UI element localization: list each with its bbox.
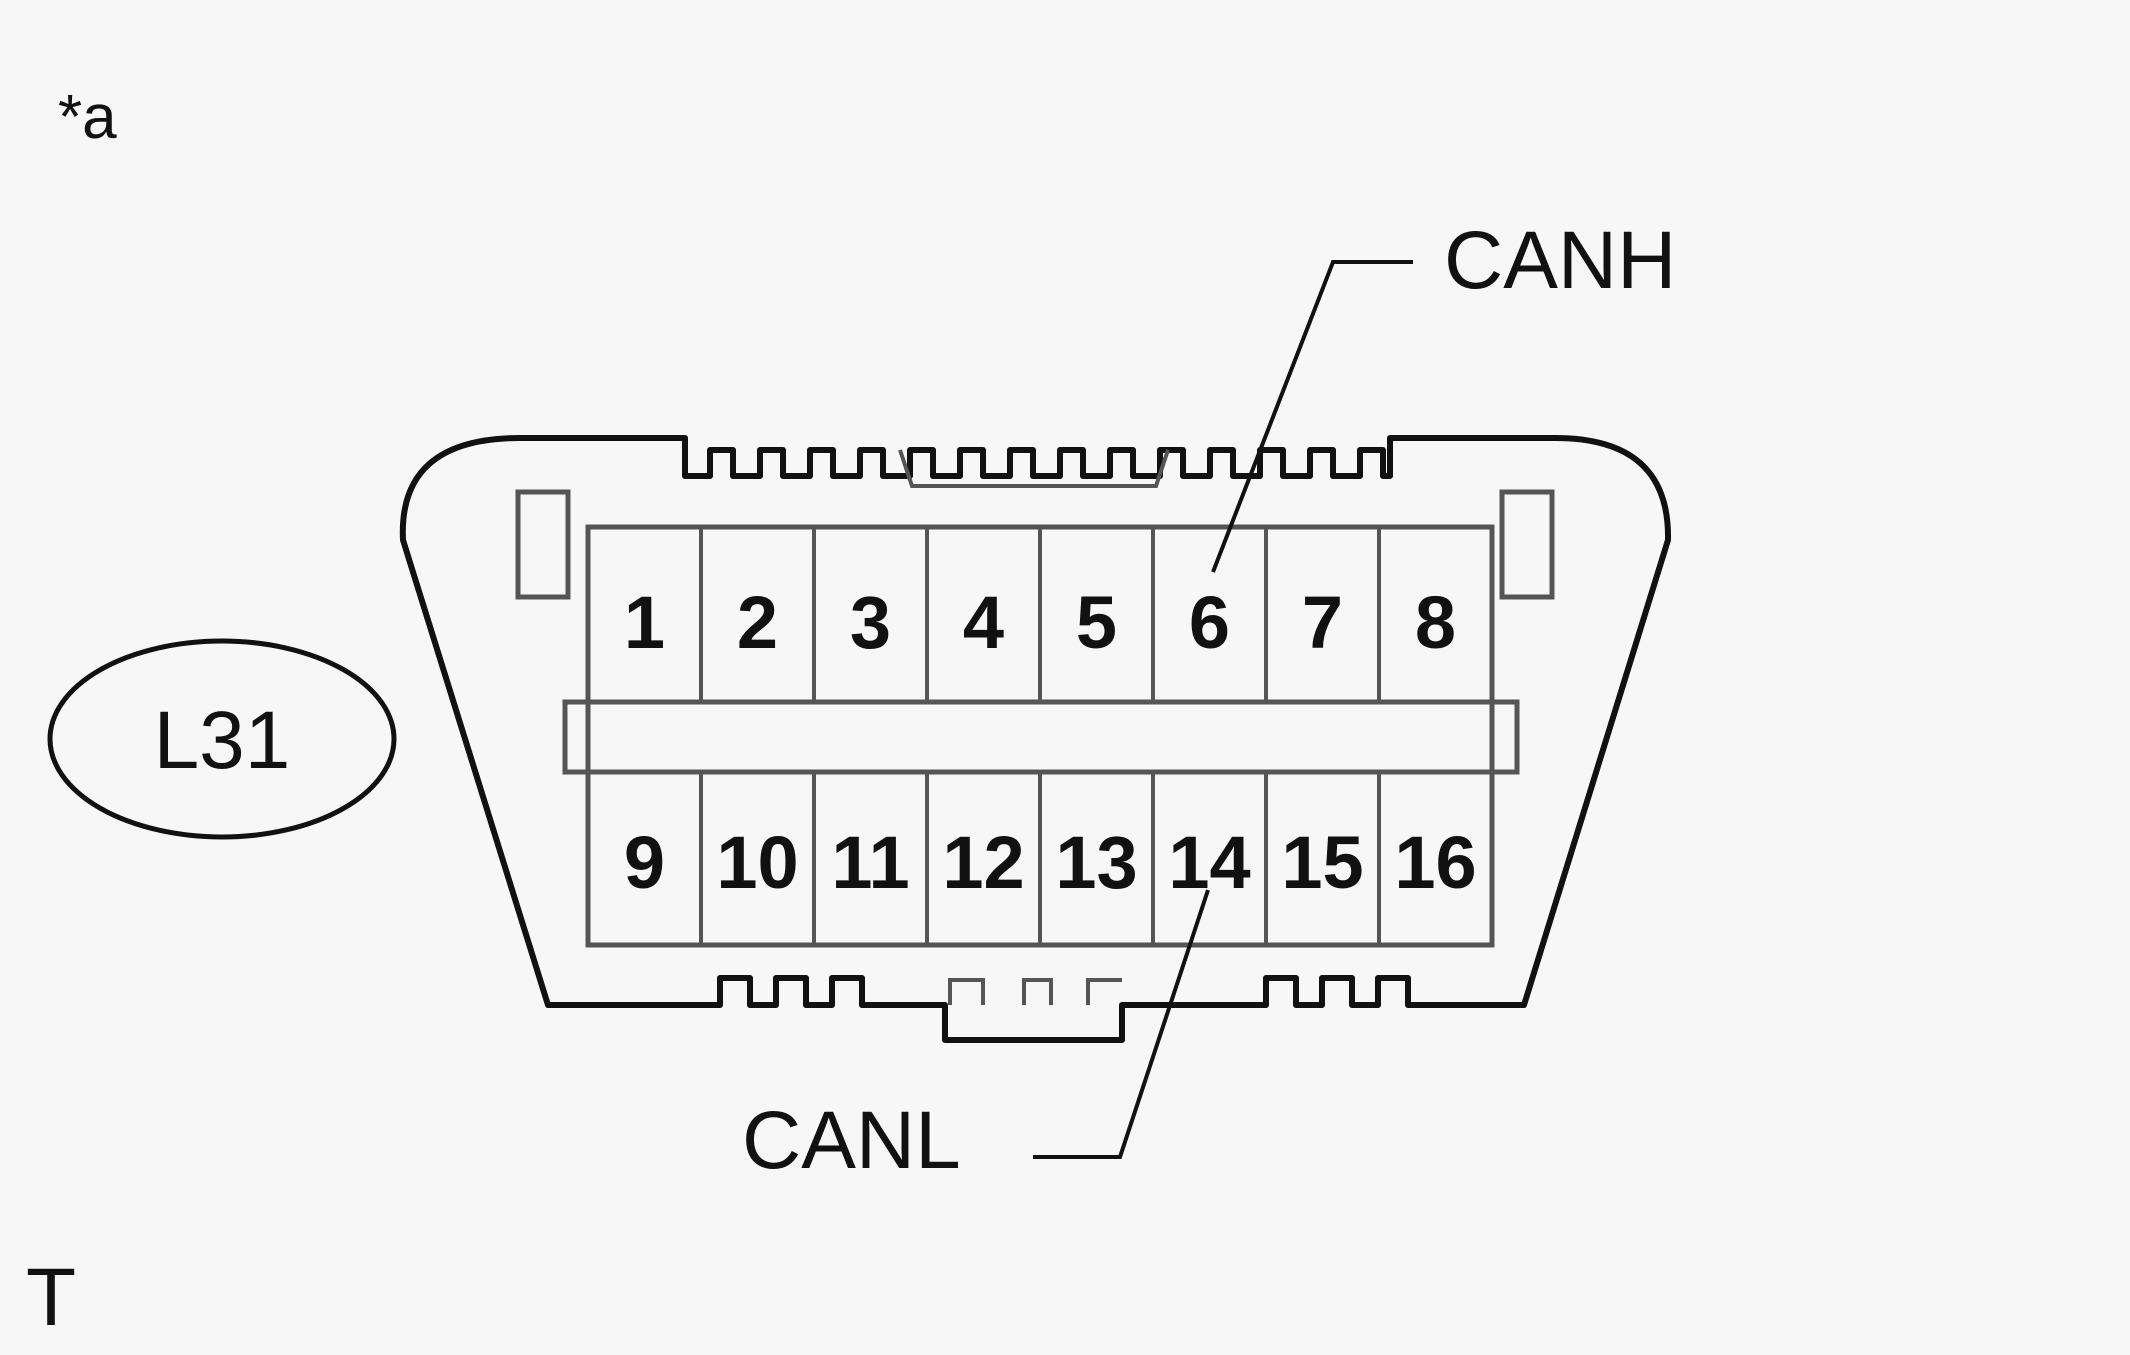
pin-number-2: 2 [737, 581, 778, 664]
top-key [898, 449, 1170, 488]
pin-cell-8 [1377, 525, 1494, 704]
pin-number-7: 7 [1302, 581, 1343, 664]
canh-label: CANH [1444, 215, 1676, 306]
corner-mark: T [26, 1252, 76, 1343]
canl-label: CANL [742, 1095, 961, 1186]
pin-cell-16 [1377, 770, 1494, 947]
pin-number-12: 12 [942, 821, 1024, 904]
connector-code-ellipse [47, 638, 397, 840]
canl-leader-line [1033, 889, 1210, 1159]
pin-number-16: 16 [1394, 821, 1476, 904]
pin-number-5: 5 [1076, 581, 1117, 664]
bottom-key [948, 978, 1122, 1005]
pin-number-15: 15 [1281, 821, 1363, 904]
pin-number-6: 6 [1189, 581, 1230, 664]
pin-number-14: 14 [1168, 821, 1250, 904]
pin-number-1: 1 [624, 581, 665, 664]
pin-number-13: 13 [1055, 821, 1137, 904]
center-bar [562, 699, 1520, 775]
canh-leader-line [1211, 260, 1413, 573]
right-latch-tab [1499, 489, 1555, 600]
marker-label: *a [58, 83, 117, 152]
pin-number-4: 4 [963, 581, 1004, 664]
pin-number-11: 11 [831, 821, 909, 904]
pin-number-3: 3 [850, 581, 891, 664]
left-latch-tab [515, 489, 571, 600]
pin-number-10: 10 [716, 821, 798, 904]
pin-number-9: 9 [624, 821, 665, 904]
connector-code-label: L31 [154, 695, 291, 786]
connector-housing [399, 435, 1672, 1043]
pin-number-8: 8 [1415, 581, 1456, 664]
